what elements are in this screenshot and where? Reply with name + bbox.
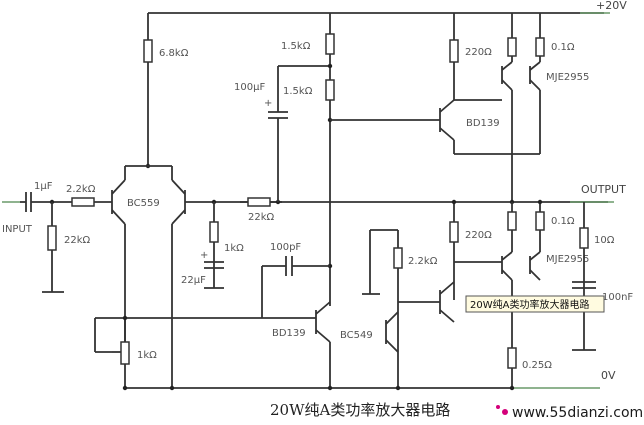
r-22k-feedback [247, 197, 271, 207]
r-220-top [449, 39, 459, 63]
c-1u-label: 1μF [34, 181, 53, 192]
r-220-bot [449, 221, 459, 243]
r-1k5-top-label: 1.5kΩ [281, 41, 311, 52]
r-1k-feedback [209, 221, 219, 243]
r-025-label: 0.25Ω [522, 360, 552, 371]
r-1k5-mid [325, 79, 335, 101]
svg-text:+: + [264, 98, 272, 109]
r-6k8 [143, 39, 153, 63]
supply-label: +20V [596, 0, 627, 12]
input-label: INPUT [2, 224, 33, 235]
svg-text:+: + [200, 250, 208, 261]
diagram-caption: 20W纯A类功率放大器电路 [270, 401, 450, 419]
r-01-top [535, 37, 545, 57]
r-01-bot-label: 0.1Ω [551, 216, 575, 227]
r-22k-in-label: 22kΩ [64, 235, 91, 246]
r-2k2-input [71, 197, 95, 207]
c-100u-label: 100μF [234, 82, 265, 93]
r-6k8-label: 6.8kΩ [159, 48, 189, 59]
c-100p-label: 100pF [270, 242, 301, 253]
tooltip-text: 20W纯A类功率放大器电路 [470, 298, 589, 311]
bc559-label: BC559 [127, 198, 160, 209]
pot-1k [120, 341, 130, 365]
r-220-bot-label: 220Ω [465, 230, 492, 241]
c-100n-label: 100nF [602, 292, 633, 303]
r-01-bot [535, 211, 545, 231]
r-025 [507, 347, 517, 369]
watermark-url: www.55dianzi.com [512, 405, 643, 421]
r-220-top-label: 220Ω [465, 47, 492, 58]
mje2955-top-label: MJE2955 [546, 72, 589, 83]
r-10 [579, 227, 589, 249]
mje2955-bot-label: MJE2955 [546, 254, 589, 265]
bc549-label: BC549 [340, 330, 373, 341]
r-1k5-top [325, 33, 335, 55]
c-22u-label: 22μF [181, 275, 206, 286]
tooltip-box [465, 295, 605, 313]
r-01-top-label: 0.1Ω [551, 42, 575, 53]
pot-1k-label: 1kΩ [137, 350, 157, 361]
r-10-label: 10Ω [594, 235, 615, 246]
watermark-logo-icon [496, 405, 508, 415]
bd139-top-label: BD139 [466, 118, 500, 129]
r-22k-input [47, 225, 57, 251]
r-2k2-bias [393, 247, 403, 269]
r-2k2-bias-label: 2.2kΩ [408, 256, 438, 267]
r-22k-fb-label: 22kΩ [248, 212, 275, 223]
r-1k-label: 1kΩ [224, 243, 244, 254]
ground-label: 0V [601, 369, 616, 382]
output-label: OUTPUT [581, 183, 626, 196]
r-2k2-in-label: 2.2kΩ [66, 184, 96, 195]
r-1k5-mid-label: 1.5kΩ [283, 86, 313, 97]
bd139-bot-label: BD139 [272, 328, 306, 339]
